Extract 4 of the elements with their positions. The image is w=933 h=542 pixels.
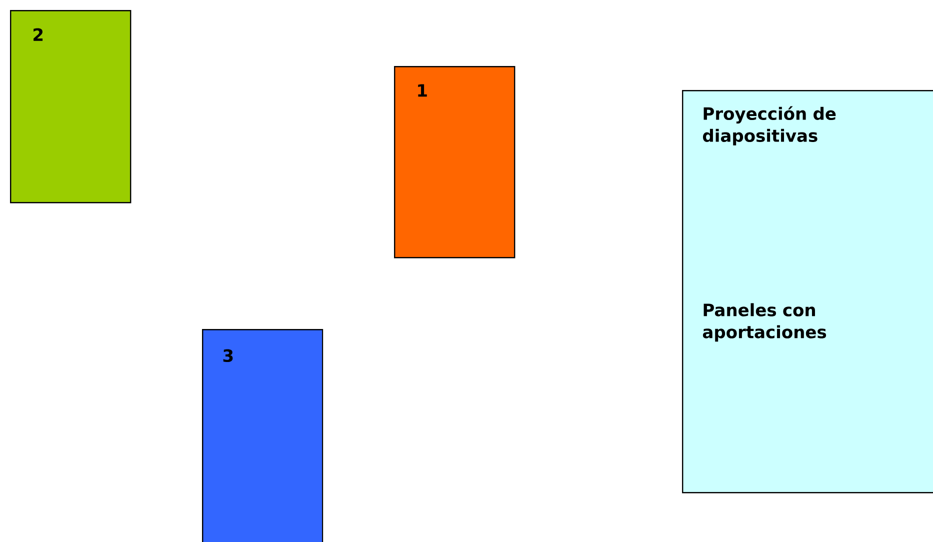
text-panel: Proyección de diapositivas Paneles con aportaciones bbox=[682, 90, 933, 494]
rectangle: 2 bbox=[10, 10, 132, 204]
rectangle: 3 bbox=[202, 329, 324, 542]
rectangle: 1 bbox=[394, 66, 516, 258]
